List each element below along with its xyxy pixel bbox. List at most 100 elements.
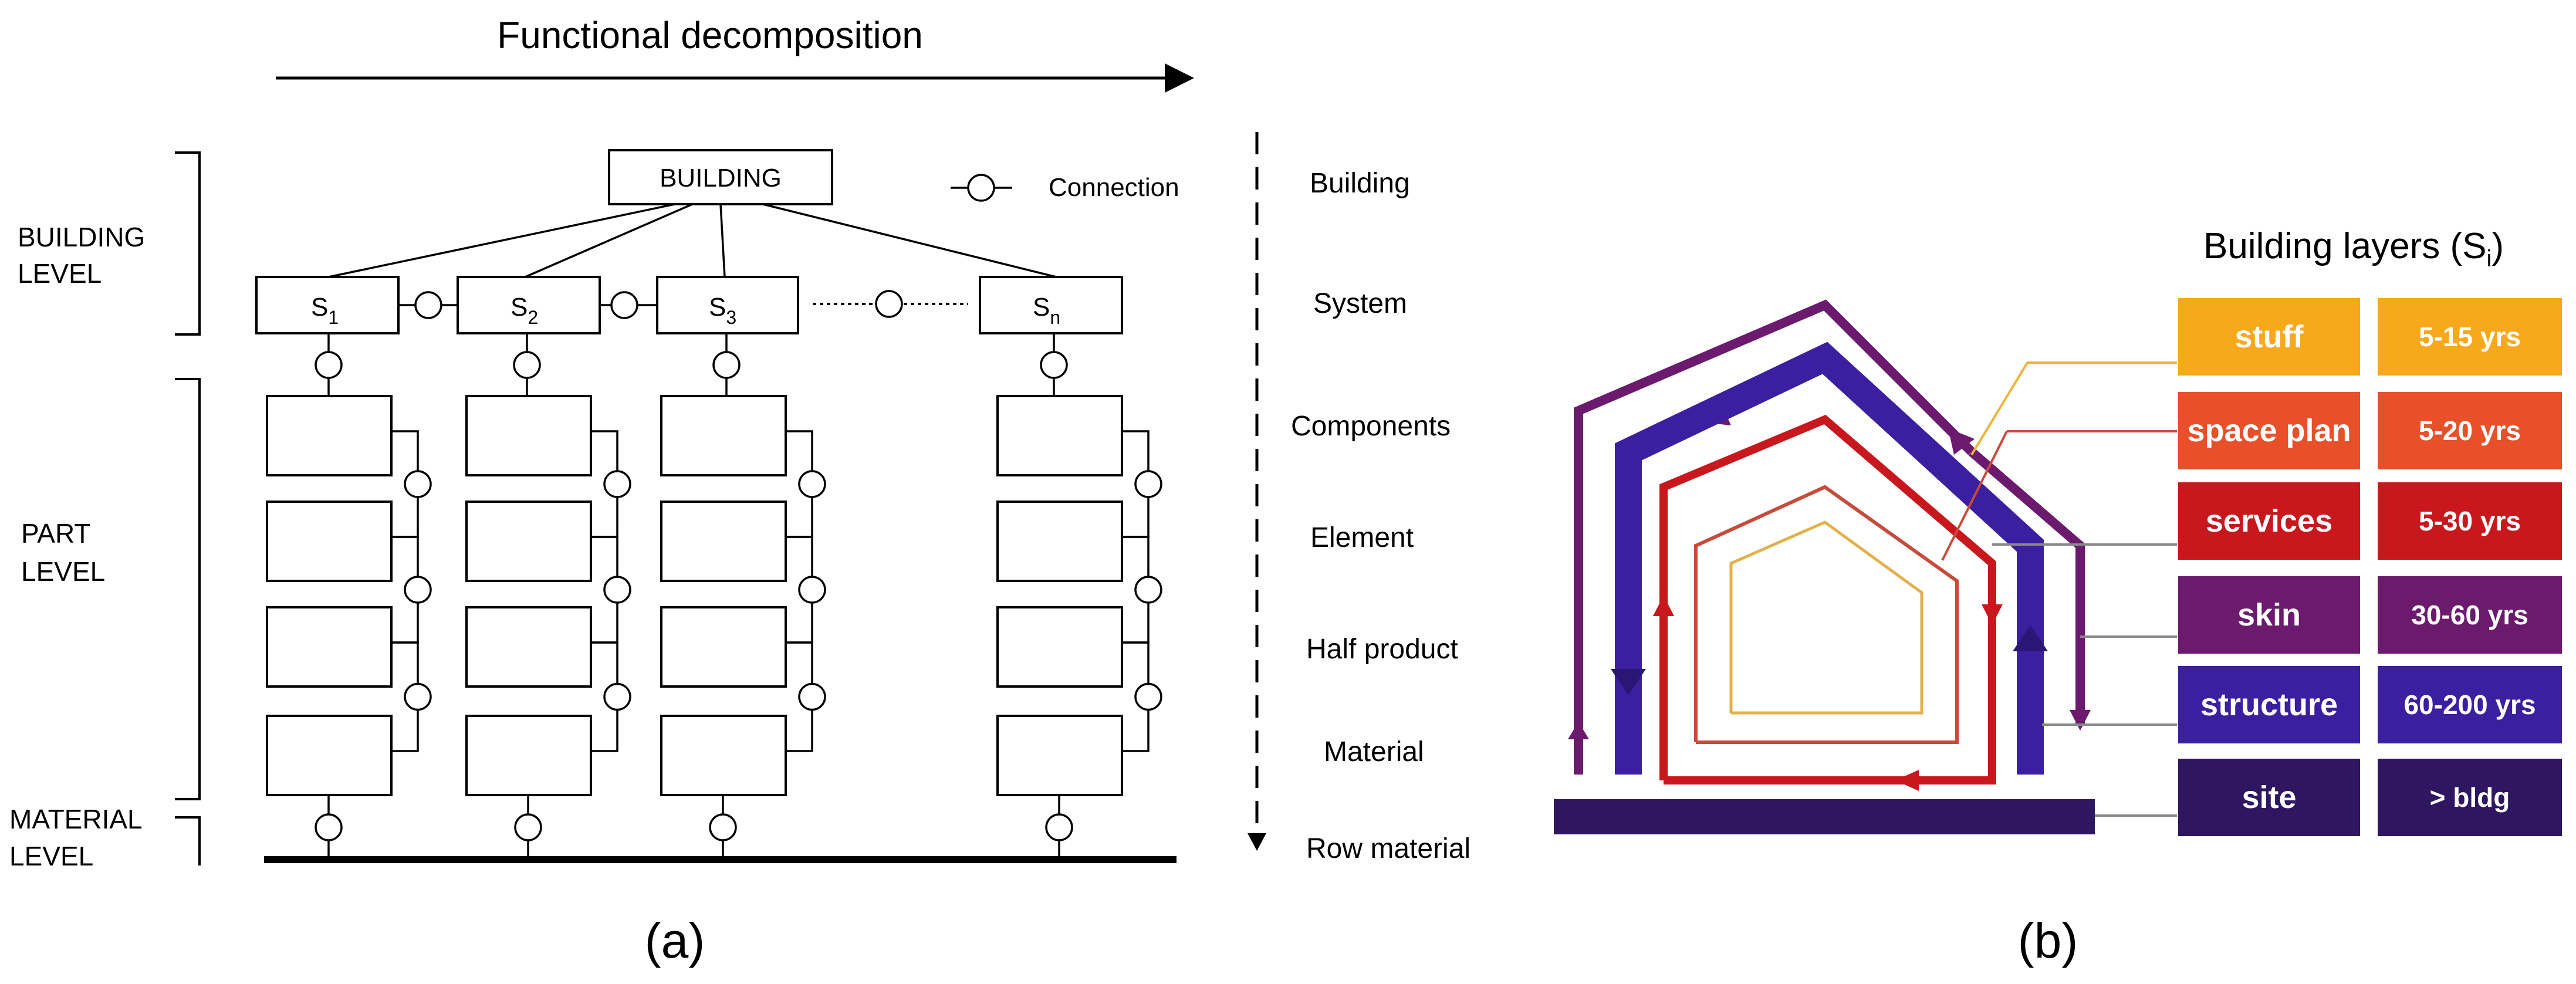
- part-level-label-2: LEVEL: [21, 556, 105, 587]
- building-layers-title: Building layers (Si): [2203, 226, 2504, 272]
- part-connection-icon: [404, 576, 432, 604]
- system-part-connection-icon: [712, 351, 741, 379]
- skin-outer-left: [1574, 299, 1975, 775]
- skin-arrow-roof-right: [1948, 428, 1975, 455]
- layer-years-text: 60-200 yrs: [2403, 689, 2536, 720]
- skin-arrow-up: [1568, 722, 1589, 739]
- root-to-s3-line: [719, 204, 726, 278]
- part-box: [266, 715, 393, 796]
- system-box-sn: [979, 276, 1123, 334]
- s2-s3-connection-icon: [610, 291, 638, 319]
- layer-row-structure: structure 60-200 yrs: [2178, 666, 2562, 743]
- part-box: [996, 715, 1123, 796]
- system-label-s1: S1: [311, 293, 339, 328]
- leader-space-plan-diag: [1941, 431, 2008, 561]
- layer-name-cell: [2178, 759, 2360, 836]
- part-box: [266, 395, 393, 476]
- layer-row-skin: skin 30-60 yrs: [2178, 576, 2562, 654]
- caption-a: (a): [645, 913, 705, 968]
- s1-s2-connection-icon: [414, 291, 442, 319]
- functional-decomposition-header: Functional decomposition: [497, 14, 923, 56]
- part-box: [996, 501, 1123, 582]
- part-box: [465, 606, 592, 688]
- layer-years-text: 30-60 yrs: [2411, 600, 2528, 630]
- part-connection-icon: [603, 682, 631, 711]
- part-box: [266, 606, 393, 688]
- layer-years-text: > bldg: [2430, 782, 2510, 813]
- system-box-s3: [656, 276, 799, 334]
- building-level-label-2: LEVEL: [18, 258, 102, 289]
- layer-name-text: stuff: [2235, 319, 2304, 354]
- caption-b: (b): [2018, 913, 2078, 968]
- layer-name-text: structure: [2200, 687, 2338, 722]
- right-label-row-material: Row material: [1306, 833, 1470, 864]
- leader-stuff-diag: [1970, 361, 2029, 456]
- system-label-sn: Sn: [1033, 293, 1060, 328]
- services-arrow-right: [1982, 604, 2003, 625]
- right-label-half-product: Half product: [1306, 634, 1458, 665]
- layer-name-text: skin: [2237, 597, 2301, 633]
- panel-a: Functional decomposition BUILDING LEVEL …: [9, 14, 1470, 968]
- part-level-label-1: PART: [21, 518, 90, 549]
- layer-name-text: site: [2242, 780, 2296, 815]
- root-to-s1-line: [328, 203, 675, 278]
- part-box: [465, 501, 592, 582]
- part-box: [996, 395, 1123, 476]
- material-level-label-1: MATERIAL: [9, 804, 143, 834]
- house-diagram: [1554, 299, 2095, 834]
- part-box: [660, 501, 787, 582]
- system-part-connection-icon: [513, 351, 541, 379]
- system-part-connection-icon: [315, 351, 343, 379]
- layer-name-cell: [2178, 576, 2360, 654]
- material-level-bracket: [175, 816, 201, 865]
- layer-name-cell: [2178, 666, 2360, 743]
- right-label-system: System: [1313, 288, 1407, 319]
- material-connection-icon: [514, 813, 542, 841]
- root-to-sn-line: [762, 203, 1057, 278]
- structure-arrow-up: [2013, 625, 2048, 651]
- root-to-s2-line: [525, 203, 693, 278]
- structure-band: [1615, 341, 2044, 775]
- part-box: [996, 606, 1123, 688]
- layer-years-cell: [2378, 576, 2562, 654]
- system-label-s3: S3: [709, 293, 736, 328]
- layer-years-cell: [2378, 666, 2562, 743]
- right-label-element: Element: [1310, 522, 1414, 553]
- layer-name-text: space plan: [2187, 413, 2351, 448]
- part-connection-icon: [1134, 682, 1162, 711]
- part-connection-icon: [798, 576, 826, 604]
- layer-name-text: services: [2206, 503, 2332, 539]
- decomposition-arrow-head: [1248, 833, 1266, 851]
- part-connection-icon: [798, 470, 826, 498]
- layer-row-stuff: stuff 5-15 yrs: [2178, 298, 2562, 376]
- building-level-label-1: BUILDING: [18, 222, 145, 252]
- building-root-label: BUILDING: [660, 164, 782, 192]
- material-level-label-2: LEVEL: [9, 841, 93, 871]
- services-arrow-left: [1653, 596, 1674, 616]
- site-slab: [1554, 799, 2095, 834]
- system-part-connection-icon: [1040, 351, 1068, 379]
- system-box-s2: [457, 276, 601, 334]
- layer-row-site: site > bldg: [2178, 759, 2562, 836]
- part-connection-icon: [1134, 470, 1162, 498]
- layer-years-cell: [2378, 759, 2562, 836]
- material-connection-icon: [1045, 813, 1073, 841]
- building-level-bracket: [175, 151, 201, 336]
- part-columns: [266, 333, 1162, 860]
- structure-arrow-down: [1611, 669, 1646, 695]
- part-connection-icon: [603, 576, 631, 604]
- stuff-loop: [1729, 520, 1923, 715]
- layer-row-space-plan: space plan 5-20 yrs: [2178, 392, 2562, 469]
- space-plan-loop: [1694, 485, 1959, 744]
- legend-connection-icon: [967, 174, 995, 202]
- layer-name-cell: [2178, 482, 2360, 560]
- part-box: [266, 501, 393, 582]
- layer-years-text: 5-15 yrs: [2419, 322, 2521, 352]
- layer-years-cell: [2378, 298, 2562, 376]
- part-box: [660, 715, 787, 796]
- services-loop: [1659, 414, 1996, 785]
- layer-years-text: 5-20 yrs: [2419, 415, 2521, 446]
- part-level-bracket: [175, 378, 201, 800]
